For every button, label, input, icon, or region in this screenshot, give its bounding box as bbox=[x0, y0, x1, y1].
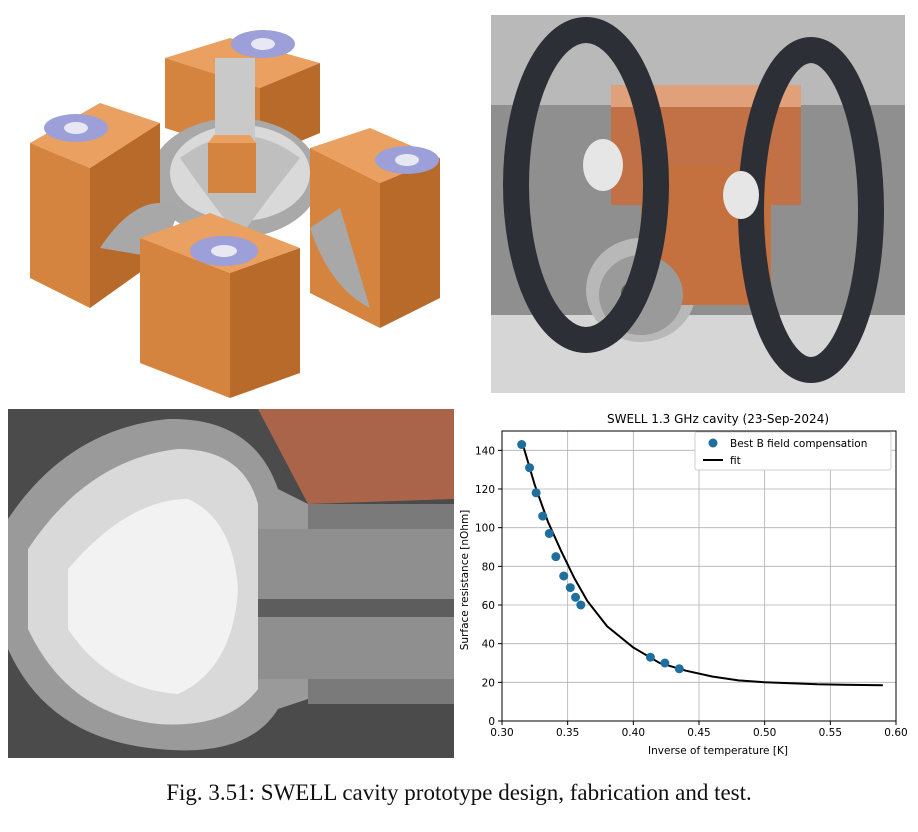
data-point bbox=[559, 571, 569, 581]
data-point bbox=[565, 583, 575, 593]
assembly-photo-panel bbox=[491, 15, 905, 393]
data-point bbox=[674, 664, 684, 674]
data-point bbox=[517, 440, 527, 450]
x-tick-label: 0.30 bbox=[490, 727, 513, 739]
data-point bbox=[576, 600, 586, 610]
y-tick-label: 100 bbox=[475, 523, 495, 535]
chart-grid bbox=[501, 431, 897, 722]
data-point bbox=[571, 592, 581, 602]
y-tick-label: 0 bbox=[488, 716, 495, 728]
flange-right-icon bbox=[375, 146, 439, 174]
flange-top-icon bbox=[231, 30, 295, 58]
data-point bbox=[544, 528, 554, 538]
x-axis-label: Inverse of temperature [K] bbox=[648, 745, 788, 757]
copper-flange-background bbox=[258, 409, 454, 504]
legend-marker-points bbox=[708, 438, 718, 448]
chart-ticks: 0.30 0.35 0.40 0.45 0.50 0.55 0.60 0 20 40 60 80 100… bbox=[475, 445, 908, 739]
y-tick-label: 140 bbox=[475, 445, 495, 457]
figure-caption: Fig. 3.51: SWELL cavity prototype design… bbox=[166, 780, 752, 805]
viewport-windows bbox=[583, 139, 759, 219]
y-tick-label: 80 bbox=[482, 561, 495, 573]
cad-cutaway-render bbox=[30, 30, 440, 398]
data-point bbox=[525, 463, 535, 473]
y-tick-label: 20 bbox=[482, 677, 495, 689]
flange-left-icon bbox=[44, 114, 108, 142]
surface-photo-panel bbox=[8, 409, 454, 758]
assembly-photo bbox=[491, 15, 905, 393]
y-tick-label: 60 bbox=[482, 600, 495, 612]
cad-cavity-center bbox=[150, 58, 320, 238]
y-tick-label: 120 bbox=[475, 484, 495, 496]
chart-series bbox=[517, 440, 883, 687]
x-tick-label: 0.35 bbox=[556, 727, 579, 739]
fit-line bbox=[520, 440, 883, 687]
data-point bbox=[645, 652, 655, 662]
legend-label-fit: fit bbox=[730, 455, 741, 467]
x-tick-label: 0.45 bbox=[687, 727, 710, 739]
y-tick-label: 40 bbox=[482, 639, 495, 651]
legend-box bbox=[694, 431, 892, 471]
data-point bbox=[538, 511, 548, 521]
legend-label-points: Best B field compensation bbox=[730, 438, 867, 450]
support-ring-left bbox=[503, 17, 669, 353]
data-point bbox=[660, 658, 670, 668]
data-point bbox=[551, 552, 561, 562]
chart-title: SWELL 1.3 GHz cavity (23-Sep-2024) bbox=[607, 412, 829, 426]
surface-photo bbox=[8, 409, 454, 758]
x-tick-label: 0.40 bbox=[622, 727, 645, 739]
x-tick-label: 0.50 bbox=[753, 727, 776, 739]
flange-front-icon bbox=[190, 236, 258, 266]
x-tick-label: 0.60 bbox=[884, 727, 907, 739]
x-tick-label: 0.55 bbox=[819, 727, 842, 739]
y-axis-label: Surface resistance [nOhm] bbox=[459, 510, 471, 651]
chart-legend: Best B field compensation fit bbox=[694, 431, 892, 471]
cad-render-panel bbox=[10, 8, 450, 400]
data-point bbox=[531, 488, 541, 498]
